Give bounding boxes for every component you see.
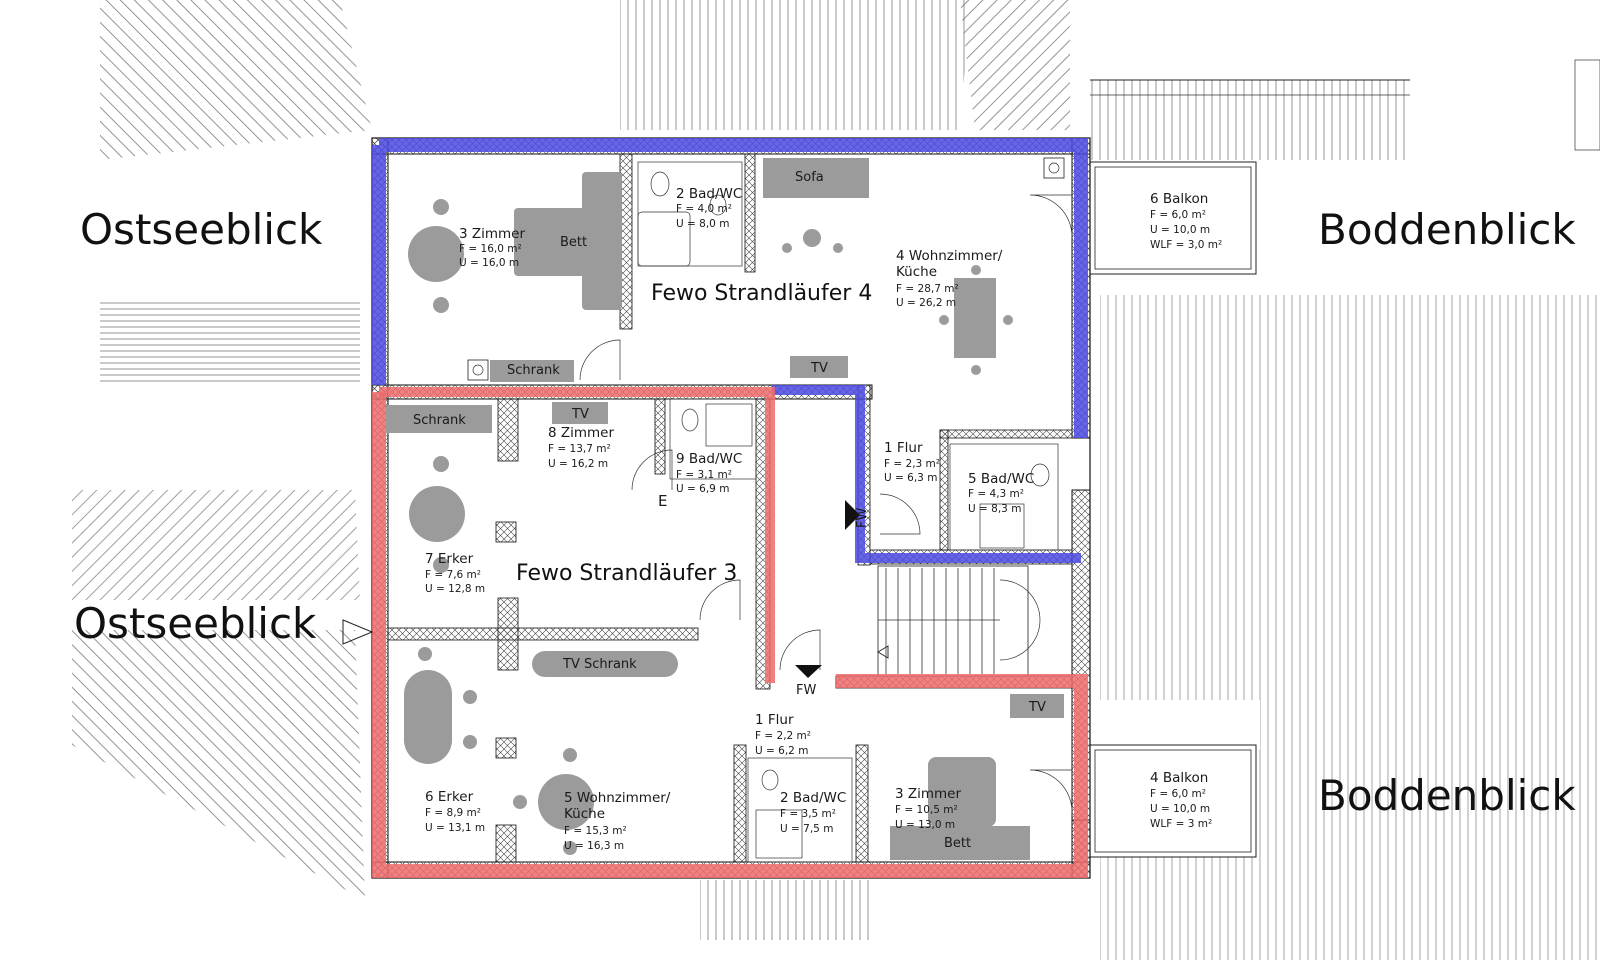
svg-text:2 Bad/WC: 2 Bad/WC	[676, 186, 742, 202]
room-fewo3-bad2: 2 Bad/WC F = 3,5 m² U = 7,5 m	[780, 790, 846, 835]
svg-text:8 Zimmer: 8 Zimmer	[548, 425, 614, 441]
svg-text:F = 2,2 m²: F = 2,2 m²	[755, 730, 811, 742]
svg-text:U = 7,5 m: U = 7,5 m	[780, 823, 833, 835]
fw-marker-upper	[845, 500, 860, 530]
room-fewo3-wohn5: 5 Wohnzimmer/ Küche F = 15,3 m² U = 16,3…	[564, 790, 671, 852]
svg-text:1 Flur: 1 Flur	[755, 712, 794, 728]
svg-text:F = 2,3 m²: F = 2,3 m²	[884, 458, 940, 470]
view-label-ostsee-bottom: Ostseeblick	[74, 599, 317, 648]
room-fewo4-flur1: 1 Flur F = 2,3 m² U = 6,3 m	[884, 440, 940, 484]
label-tv-mid: TV	[571, 407, 589, 422]
room-fewo4-wohn4: 4 Wohnzimmer/ Küche F = 28,7 m² U = 26,2…	[896, 248, 1003, 309]
room-fewo3-balkon4: 4 Balkon F = 6,0 m² U = 10,0 m WLF = 3 m…	[1150, 770, 1212, 830]
svg-text:U = 16,3 m: U = 16,3 m	[564, 840, 624, 852]
room-fewo3-zimmer3: 3 Zimmer F = 10,5 m² U = 13,0 m	[895, 786, 961, 831]
svg-text:7 Erker: 7 Erker	[425, 551, 474, 567]
view-label-bodden-top: Boddenblick	[1318, 205, 1576, 254]
svg-text:F = 4,3 m²: F = 4,3 m²	[968, 488, 1024, 500]
label-tv-right: TV	[1028, 700, 1046, 715]
svg-text:WLF = 3 m²: WLF = 3 m²	[1150, 818, 1212, 830]
svg-text:6 Erker: 6 Erker	[425, 789, 474, 805]
svg-text:Küche: Küche	[564, 806, 605, 822]
columns	[467, 157, 1065, 381]
entrance-arrow	[342, 619, 374, 645]
svg-text:F = 15,3 m²: F = 15,3 m²	[564, 825, 627, 837]
svg-text:4 Balkon: 4 Balkon	[1150, 770, 1208, 786]
fewo3-outline	[372, 387, 1088, 878]
view-label-bodden-bottom: Boddenblick	[1318, 771, 1576, 820]
room-fewo3-zimmer8: 8 Zimmer F = 13,7 m² U = 16,2 m	[548, 425, 614, 470]
svg-text:6 Balkon: 6 Balkon	[1150, 191, 1208, 207]
room-fewo4-bad5: 5 Bad/WC F = 4,3 m² U = 8,3 m	[968, 471, 1034, 515]
svg-text:U = 6,2 m: U = 6,2 m	[755, 745, 808, 757]
balkon-4	[1089, 744, 1257, 858]
svg-text:U = 13,1 m: U = 13,1 m	[425, 822, 485, 834]
svg-text:1 Flur: 1 Flur	[884, 440, 923, 456]
svg-text:F = 16,0 m²: F = 16,0 m²	[459, 243, 522, 255]
svg-text:U = 8,3 m: U = 8,3 m	[968, 503, 1021, 515]
svg-text:F = 6,0 m²: F = 6,0 m²	[1150, 209, 1206, 221]
svg-text:U = 16,0 m: U = 16,0 m	[459, 257, 519, 269]
svg-text:U = 6,9 m: U = 6,9 m	[676, 483, 729, 495]
svg-text:U = 12,8 m: U = 12,8 m	[425, 583, 485, 595]
room-fewo4-balkon6: 6 Balkon F = 6,0 m² U = 10,0 m WLF = 3,0…	[1150, 191, 1222, 251]
stairs	[877, 565, 1041, 677]
label-fw-lower: FW	[796, 683, 816, 698]
svg-text:U = 10,0 m: U = 10,0 m	[1150, 224, 1210, 236]
unit-title-fewo3: Fewo Strandläufer 3	[516, 561, 737, 586]
svg-text:5 Bad/WC: 5 Bad/WC	[968, 471, 1034, 487]
svg-text:2 Bad/WC: 2 Bad/WC	[780, 790, 846, 806]
fw-marker-lower	[795, 665, 822, 678]
label-e: E	[658, 492, 667, 510]
room-fewo4-zimmer3: 3 Zimmer F = 16,0 m² U = 16,0 m	[459, 226, 525, 269]
furniture	[386, 158, 1064, 860]
svg-text:Küche: Küche	[896, 264, 937, 280]
svg-text:F = 3,5 m²: F = 3,5 m²	[780, 808, 836, 820]
svg-text:F = 6,0 m²: F = 6,0 m²	[1150, 788, 1206, 800]
svg-text:U = 6,3 m: U = 6,3 m	[884, 472, 937, 484]
svg-text:U = 16,2 m: U = 16,2 m	[548, 458, 608, 470]
label-sofa: Sofa	[795, 170, 824, 185]
view-label-ostsee-top: Ostseeblick	[80, 205, 323, 254]
room-fewo4-bad2: 2 Bad/WC F = 4,0 m² U = 8,0 m	[676, 186, 742, 230]
label-tv-schrank: TV Schrank	[562, 657, 637, 672]
svg-text:U = 13,0 m: U = 13,0 m	[895, 819, 955, 831]
svg-text:U = 26,2 m: U = 26,2 m	[896, 297, 956, 309]
room-fewo3-flur1: 1 Flur F = 2,2 m² U = 6,2 m	[755, 712, 811, 757]
svg-text:U = 8,0 m: U = 8,0 m	[676, 218, 729, 230]
room-fewo3-erker6: 6 Erker F = 8,9 m² U = 13,1 m	[425, 789, 485, 834]
svg-text:F = 7,6 m²: F = 7,6 m²	[425, 569, 481, 581]
svg-text:F = 13,7 m²: F = 13,7 m²	[548, 443, 611, 455]
fewo4-outline	[372, 138, 1088, 563]
label-bett-top: Bett	[560, 235, 587, 250]
svg-text:3 Zimmer: 3 Zimmer	[459, 226, 525, 242]
svg-text:WLF = 3,0 m²: WLF = 3,0 m²	[1150, 239, 1222, 251]
svg-text:F = 4,0 m²: F = 4,0 m²	[676, 203, 732, 215]
svg-text:5 Wohnzimmer/: 5 Wohnzimmer/	[564, 790, 671, 806]
doors	[579, 194, 1073, 813]
unit-title-fewo4: Fewo Strandläufer 4	[651, 281, 872, 306]
svg-text:F = 8,9 m²: F = 8,9 m²	[425, 807, 481, 819]
label-tv-top: TV	[810, 361, 828, 376]
svg-text:F = 10,5 m²: F = 10,5 m²	[895, 804, 958, 816]
bath-fixtures	[637, 161, 1059, 863]
svg-text:F = 3,1 m²: F = 3,1 m²	[676, 469, 732, 481]
label-schrank-top: Schrank	[507, 363, 560, 378]
svg-text:3 Zimmer: 3 Zimmer	[895, 786, 961, 802]
svg-text:F = 28,7 m²: F = 28,7 m²	[896, 283, 959, 295]
svg-text:9 Bad/WC: 9 Bad/WC	[676, 451, 742, 467]
room-fewo3-bad9: 9 Bad/WC F = 3,1 m² U = 6,9 m	[676, 451, 742, 495]
room-fewo3-erker7: 7 Erker F = 7,6 m² U = 12,8 m	[425, 551, 485, 595]
svg-text:4 Wohnzimmer/: 4 Wohnzimmer/	[896, 248, 1003, 264]
label-schrank-mid: Schrank	[413, 413, 466, 428]
label-bett-bottom: Bett	[944, 836, 971, 851]
label-fw-upper: FW	[855, 508, 870, 528]
svg-text:U = 10,0 m: U = 10,0 m	[1150, 803, 1210, 815]
balkon-6	[1089, 161, 1257, 275]
